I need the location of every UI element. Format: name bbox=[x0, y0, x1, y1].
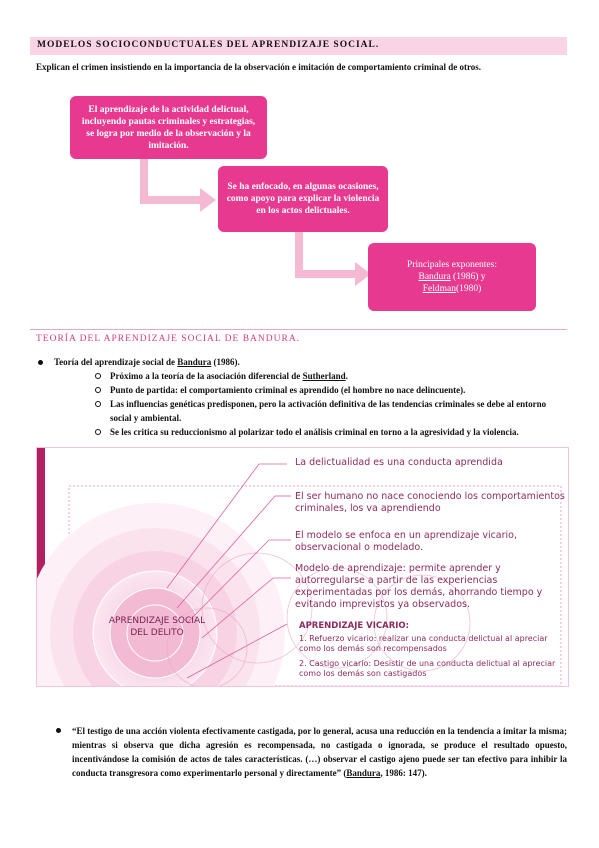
flow-arrow-2 bbox=[295, 231, 371, 286]
figure-item-3: El modelo se enfoca en un aprendizaje vi… bbox=[295, 530, 518, 553]
vicario-item-2: 2. Castigo vicario: Desistir de una cond… bbox=[299, 659, 556, 678]
flow-arrow-1 bbox=[140, 158, 216, 212]
figure-item-4: Modelo de aprendizaje: permite aprender … bbox=[295, 563, 543, 610]
vicario-item-1: 1. Refuerzo vicario: realizar una conduc… bbox=[299, 634, 548, 653]
author-link[interactable]: Bandura bbox=[346, 768, 381, 778]
bullet-icon bbox=[38, 360, 43, 365]
section-title: MODELOS SOCIOCONDUCTUALES DEL APRENDIZAJ… bbox=[37, 40, 380, 50]
figure-item-1: La delictualidad es una conducta aprendi… bbox=[295, 457, 503, 468]
bandura-quote: “El testigo de una acción violenta efect… bbox=[72, 726, 567, 778]
list-item: Las influencias genéticas predisponen, p… bbox=[92, 397, 567, 425]
flow-arrows bbox=[140, 158, 371, 286]
section-title: TEORÍA DEL APRENDIZAJE SOCIAL DE BANDURA… bbox=[36, 334, 301, 344]
intro-text: Explican el crimen insistiendo en la imp… bbox=[36, 62, 482, 72]
exponent-link-2[interactable]: Feldman bbox=[422, 284, 456, 294]
bullet-icon bbox=[95, 401, 101, 407]
author-link[interactable]: Bandura bbox=[177, 357, 212, 367]
sub-bullet-list: Próximo a la teoría de la asociación dif… bbox=[92, 369, 567, 439]
figure-item-2: El ser humano no nace conociendo los com… bbox=[295, 491, 565, 514]
list-item: Próximo a la teoría de la asociación dif… bbox=[92, 369, 567, 383]
bullet-icon bbox=[95, 373, 101, 379]
bullet-icon bbox=[95, 387, 101, 393]
author-link[interactable]: Sutherland bbox=[302, 371, 346, 381]
section-header: MODELOS SOCIOCONDUCTUALES DEL APRENDIZAJ… bbox=[30, 37, 567, 55]
bullet-list: Teoría del aprendizaje social de Bandura… bbox=[36, 355, 566, 369]
theory-figure: APRENDIZAJE SOCIAL DEL DELITO La delictu… bbox=[36, 447, 569, 687]
bullet-icon bbox=[95, 429, 101, 435]
divider bbox=[30, 329, 567, 330]
bullet-icon bbox=[56, 728, 61, 733]
list-item: Punto de partida: el comportamiento crim… bbox=[92, 383, 567, 397]
concentric-circles bbox=[37, 448, 562, 686]
list-item: Se les critica su reduccionismo al polar… bbox=[92, 425, 567, 439]
flow-box-2: Se ha enfocado, en algunas ocasiones, co… bbox=[218, 166, 388, 232]
list-item: Teoría del aprendizaje social de Bandura… bbox=[36, 355, 566, 369]
center-label: APRENDIZAJE SOCIAL DEL DELITO bbox=[108, 616, 206, 638]
left-accent-bar bbox=[37, 448, 45, 686]
flow-box-1: El aprendizaje de la actividad delictual… bbox=[70, 96, 267, 159]
flow-box-3: Principales exponentes: Bandura (1986) y… bbox=[368, 243, 536, 311]
exponent-link-1[interactable]: Bandura bbox=[418, 272, 451, 282]
vicario-title: APRENDIZAJE VICARIO: bbox=[299, 621, 410, 631]
